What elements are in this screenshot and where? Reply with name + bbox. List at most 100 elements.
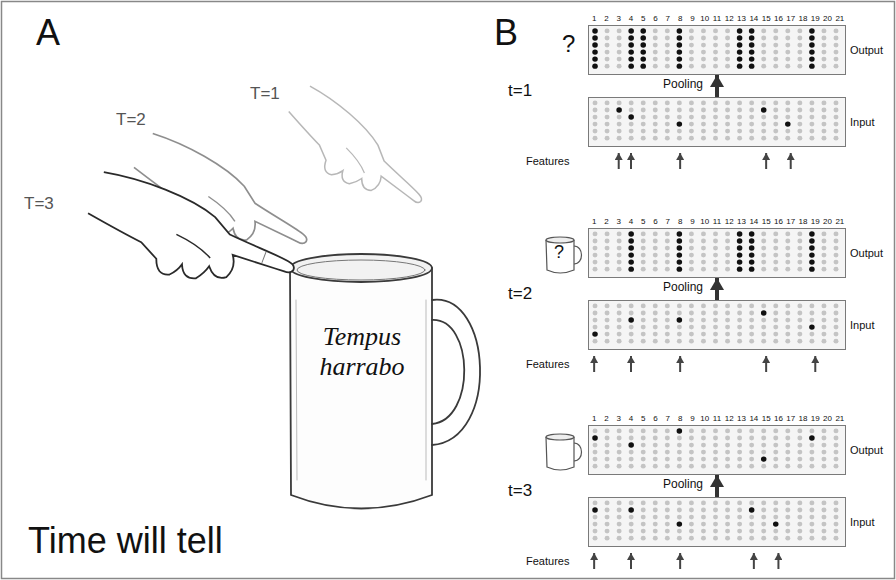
inactive-cell <box>797 464 802 469</box>
active-cell <box>761 456 767 461</box>
inactive-cell <box>593 122 598 127</box>
inactive-cell <box>629 101 634 106</box>
inactive-cell <box>785 64 790 69</box>
inactive-cell <box>617 436 622 441</box>
inactive-cell <box>617 464 622 469</box>
inactive-cell <box>749 522 754 527</box>
inactive-cell <box>761 515 766 520</box>
inactive-cell <box>797 267 802 272</box>
inactive-cell <box>629 325 634 330</box>
mug-icon <box>546 237 582 273</box>
inactive-cell <box>665 464 670 469</box>
column-number: 12 <box>725 414 734 423</box>
column-number: 20 <box>823 217 832 226</box>
inactive-cell <box>713 260 718 265</box>
inactive-cell <box>797 450 802 455</box>
inactive-cell <box>713 450 718 455</box>
inactive-cell <box>605 311 610 316</box>
inactive-cell <box>773 311 778 316</box>
inactive-cell <box>761 36 766 41</box>
inactive-cell <box>701 64 706 69</box>
inactive-cell <box>629 311 634 316</box>
inactive-cell <box>809 464 814 469</box>
inactive-cell <box>713 253 718 258</box>
inactive-cell <box>689 43 694 48</box>
inactive-cell <box>605 429 610 434</box>
column-number: 13 <box>737 414 746 423</box>
active-cell <box>677 63 683 68</box>
inactive-cell <box>785 232 790 237</box>
inactive-cell <box>701 325 706 330</box>
inactive-cell <box>821 501 826 506</box>
inactive-cell <box>653 536 658 541</box>
inactive-cell <box>737 339 742 344</box>
column-number: 15 <box>762 414 771 423</box>
column-number: 17 <box>786 414 795 423</box>
inactive-cell <box>761 332 766 337</box>
feature-arrow <box>679 356 681 372</box>
inactive-cell <box>701 501 706 506</box>
inactive-cell <box>617 522 622 527</box>
inactive-cell <box>617 136 622 141</box>
active-cell <box>749 49 755 54</box>
inactive-cell <box>641 450 646 455</box>
inactive-cell <box>749 436 754 441</box>
column-number: 2 <box>604 414 608 423</box>
active-cell <box>592 42 598 47</box>
inactive-cell <box>629 529 634 534</box>
inactive-cell <box>641 304 646 309</box>
inactive-cell <box>773 318 778 323</box>
active-cell <box>809 324 815 329</box>
inactive-cell <box>797 332 802 337</box>
inactive-cell <box>737 464 742 469</box>
inactive-cell <box>701 36 706 41</box>
active-cell <box>628 63 634 68</box>
inactive-cell <box>605 267 610 272</box>
inactive-cell <box>797 36 802 41</box>
inactive-cell <box>713 457 718 462</box>
feature-arrow <box>765 153 767 169</box>
inactive-cell <box>641 260 646 265</box>
inactive-cell <box>761 43 766 48</box>
figure-label: Features <box>526 358 569 371</box>
inactive-cell <box>701 508 706 513</box>
inactive-cell <box>785 136 790 141</box>
feature-arrow <box>630 153 632 169</box>
inactive-cell <box>593 501 598 506</box>
inactive-cell <box>797 522 802 527</box>
inactive-cell <box>773 246 778 251</box>
inactive-cell <box>593 429 598 434</box>
inactive-cell <box>821 536 826 541</box>
inactive-cell <box>773 122 778 127</box>
inactive-cell <box>701 108 706 113</box>
figure-label: T=1 <box>250 84 280 104</box>
inactive-cell <box>761 304 766 309</box>
inactive-cell <box>641 122 646 127</box>
inactive-cell <box>617 267 622 272</box>
inactive-cell <box>797 304 802 309</box>
layer-label: Output <box>850 44 883 57</box>
figure-label: t=1 <box>508 81 532 101</box>
inactive-cell <box>689 436 694 441</box>
active-cell <box>677 28 683 33</box>
inactive-cell <box>605 304 610 309</box>
column-number: 17 <box>786 217 795 226</box>
inactive-cell <box>701 318 706 323</box>
inactive-cell <box>629 129 634 134</box>
cell-grid-box: Input <box>588 497 846 547</box>
inactive-cell <box>785 29 790 34</box>
inactive-cell <box>834 246 839 251</box>
inactive-cell <box>785 436 790 441</box>
figure-label: ? <box>554 242 564 263</box>
column-number: 6 <box>653 14 657 23</box>
inactive-cell <box>773 101 778 106</box>
inactive-cell <box>605 253 610 258</box>
inactive-cell <box>834 239 839 244</box>
active-cell <box>616 107 622 112</box>
inactive-cell <box>677 325 682 330</box>
inactive-cell <box>641 115 646 120</box>
inactive-cell <box>785 43 790 48</box>
inactive-cell <box>701 232 706 237</box>
inactive-cell <box>725 232 730 237</box>
inactive-cell <box>821 136 826 141</box>
